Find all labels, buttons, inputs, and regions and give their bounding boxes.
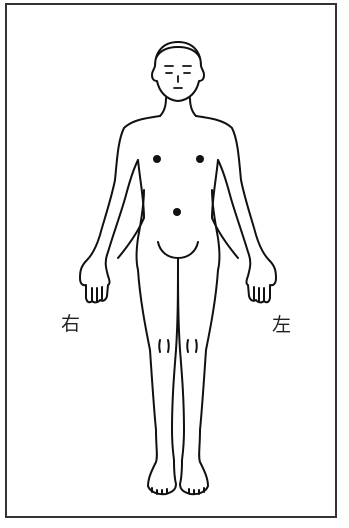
knee-left-b [196, 340, 197, 352]
nipple-left-point [196, 155, 204, 163]
head-outline [152, 42, 204, 101]
torso-arm-right-outer [80, 116, 160, 302]
hairline [156, 47, 200, 58]
leg-left-outer [180, 270, 218, 494]
nipple-right-point [153, 155, 161, 163]
fingers-left [254, 287, 264, 301]
torso-arm-left-outer [196, 116, 276, 302]
navel-point [173, 208, 181, 216]
right-side-label: 右 [61, 315, 80, 334]
left-side-label: 左 [272, 316, 291, 335]
knee-right-a [159, 340, 160, 352]
neck-right [190, 98, 196, 116]
neck-left [160, 98, 166, 116]
fingers-right [92, 287, 102, 301]
leg-right-inner [172, 258, 178, 460]
leg-left-inner [178, 258, 184, 460]
groin-curve [158, 242, 198, 258]
knee-right-b [168, 340, 169, 352]
leg-right-outer [138, 270, 176, 494]
knee-left-a [187, 340, 188, 352]
